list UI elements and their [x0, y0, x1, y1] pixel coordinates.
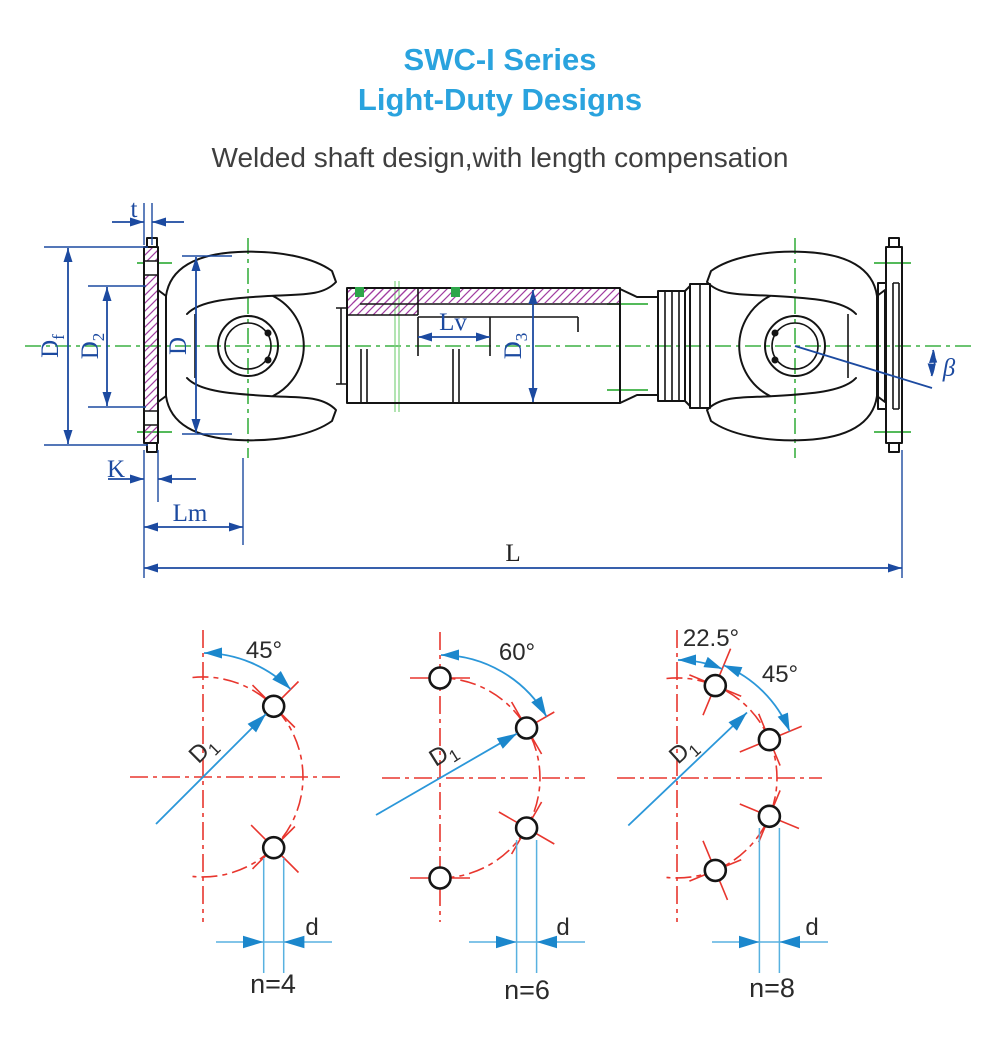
- bearing-clip-dot: [771, 356, 779, 364]
- left-yoke: [165, 250, 347, 442]
- weld-collar: [657, 283, 711, 409]
- dim-label-t: t: [131, 196, 138, 223]
- bearing-clip-dot: [264, 329, 272, 337]
- bolt-circle-diagram-n6: D1 60° d n=6: [375, 632, 585, 1005]
- bolt-count-label-n8: n=8: [749, 973, 795, 1003]
- bolt-count-label-n4: n=4: [250, 969, 296, 999]
- hole-diameter-label: d: [805, 914, 818, 941]
- d1-diameter-label: D1: [184, 731, 225, 772]
- seal-ring-marker: [451, 287, 460, 297]
- shaft-assembly-drawing: t Df D2 D Lv: [25, 196, 975, 578]
- bolt-hole: [703, 858, 728, 883]
- bearing-clip-dot: [264, 356, 272, 364]
- dimensions: t Df D2 D Lv: [37, 196, 956, 578]
- dim-label-L: L: [505, 540, 520, 567]
- seal-ring-marker: [355, 287, 364, 297]
- bolt-hole: [261, 694, 286, 719]
- dim-label-D2: D2: [77, 333, 108, 360]
- d1-diameter-label: D1: [425, 735, 464, 775]
- bolt-hole: [261, 835, 286, 860]
- bolt-hole: [757, 727, 782, 752]
- hole-diameter-label: d: [556, 914, 569, 941]
- bolt-hole: [514, 716, 539, 740]
- dim-label-Df: Df: [37, 334, 68, 358]
- angle-label-60: 60°: [499, 639, 535, 666]
- bearing-clip-dot: [771, 329, 779, 337]
- hole-diameter-label: d: [305, 914, 318, 941]
- sliding-sleeve-tube: [346, 287, 659, 404]
- bolt-hole: [428, 666, 452, 690]
- bolt-count-label-n6: n=6: [504, 975, 550, 1005]
- right-flange: [877, 237, 903, 453]
- dim-label-Lv: Lv: [439, 309, 467, 336]
- left-flange: [143, 237, 167, 453]
- bolt-circle-diagram-n4: D1 45° d n=4: [130, 630, 340, 999]
- page-title-line1: SWC-I Series: [404, 42, 597, 77]
- centerlines: [25, 238, 975, 458]
- d1-diameter-label: D1: [664, 731, 705, 772]
- bolt-circle-diagram-n8: D1 22.5° 45° d n=8: [617, 625, 828, 1003]
- angle-label-22-5: 22.5°: [683, 625, 739, 652]
- header: SWC-I Series Light-Duty Designs Welded s…: [212, 42, 789, 173]
- dim-label-D: D: [165, 337, 192, 355]
- bolt-hole: [703, 673, 728, 698]
- bolt-hole: [757, 804, 782, 829]
- dim-label-Lm: Lm: [173, 500, 208, 527]
- dim-label-D3: D3: [500, 333, 531, 360]
- dim-label-beta: β: [942, 355, 956, 382]
- page-subtitle: Welded shaft design,with length compensa…: [212, 142, 789, 173]
- angle-label-45: 45°: [762, 661, 798, 688]
- bolt-hole: [428, 866, 452, 890]
- page-title-line2: Light-Duty Designs: [358, 82, 642, 117]
- bolt-hole: [514, 816, 539, 840]
- dim-label-K: K: [107, 456, 125, 483]
- angle-label-45: 45°: [246, 637, 282, 664]
